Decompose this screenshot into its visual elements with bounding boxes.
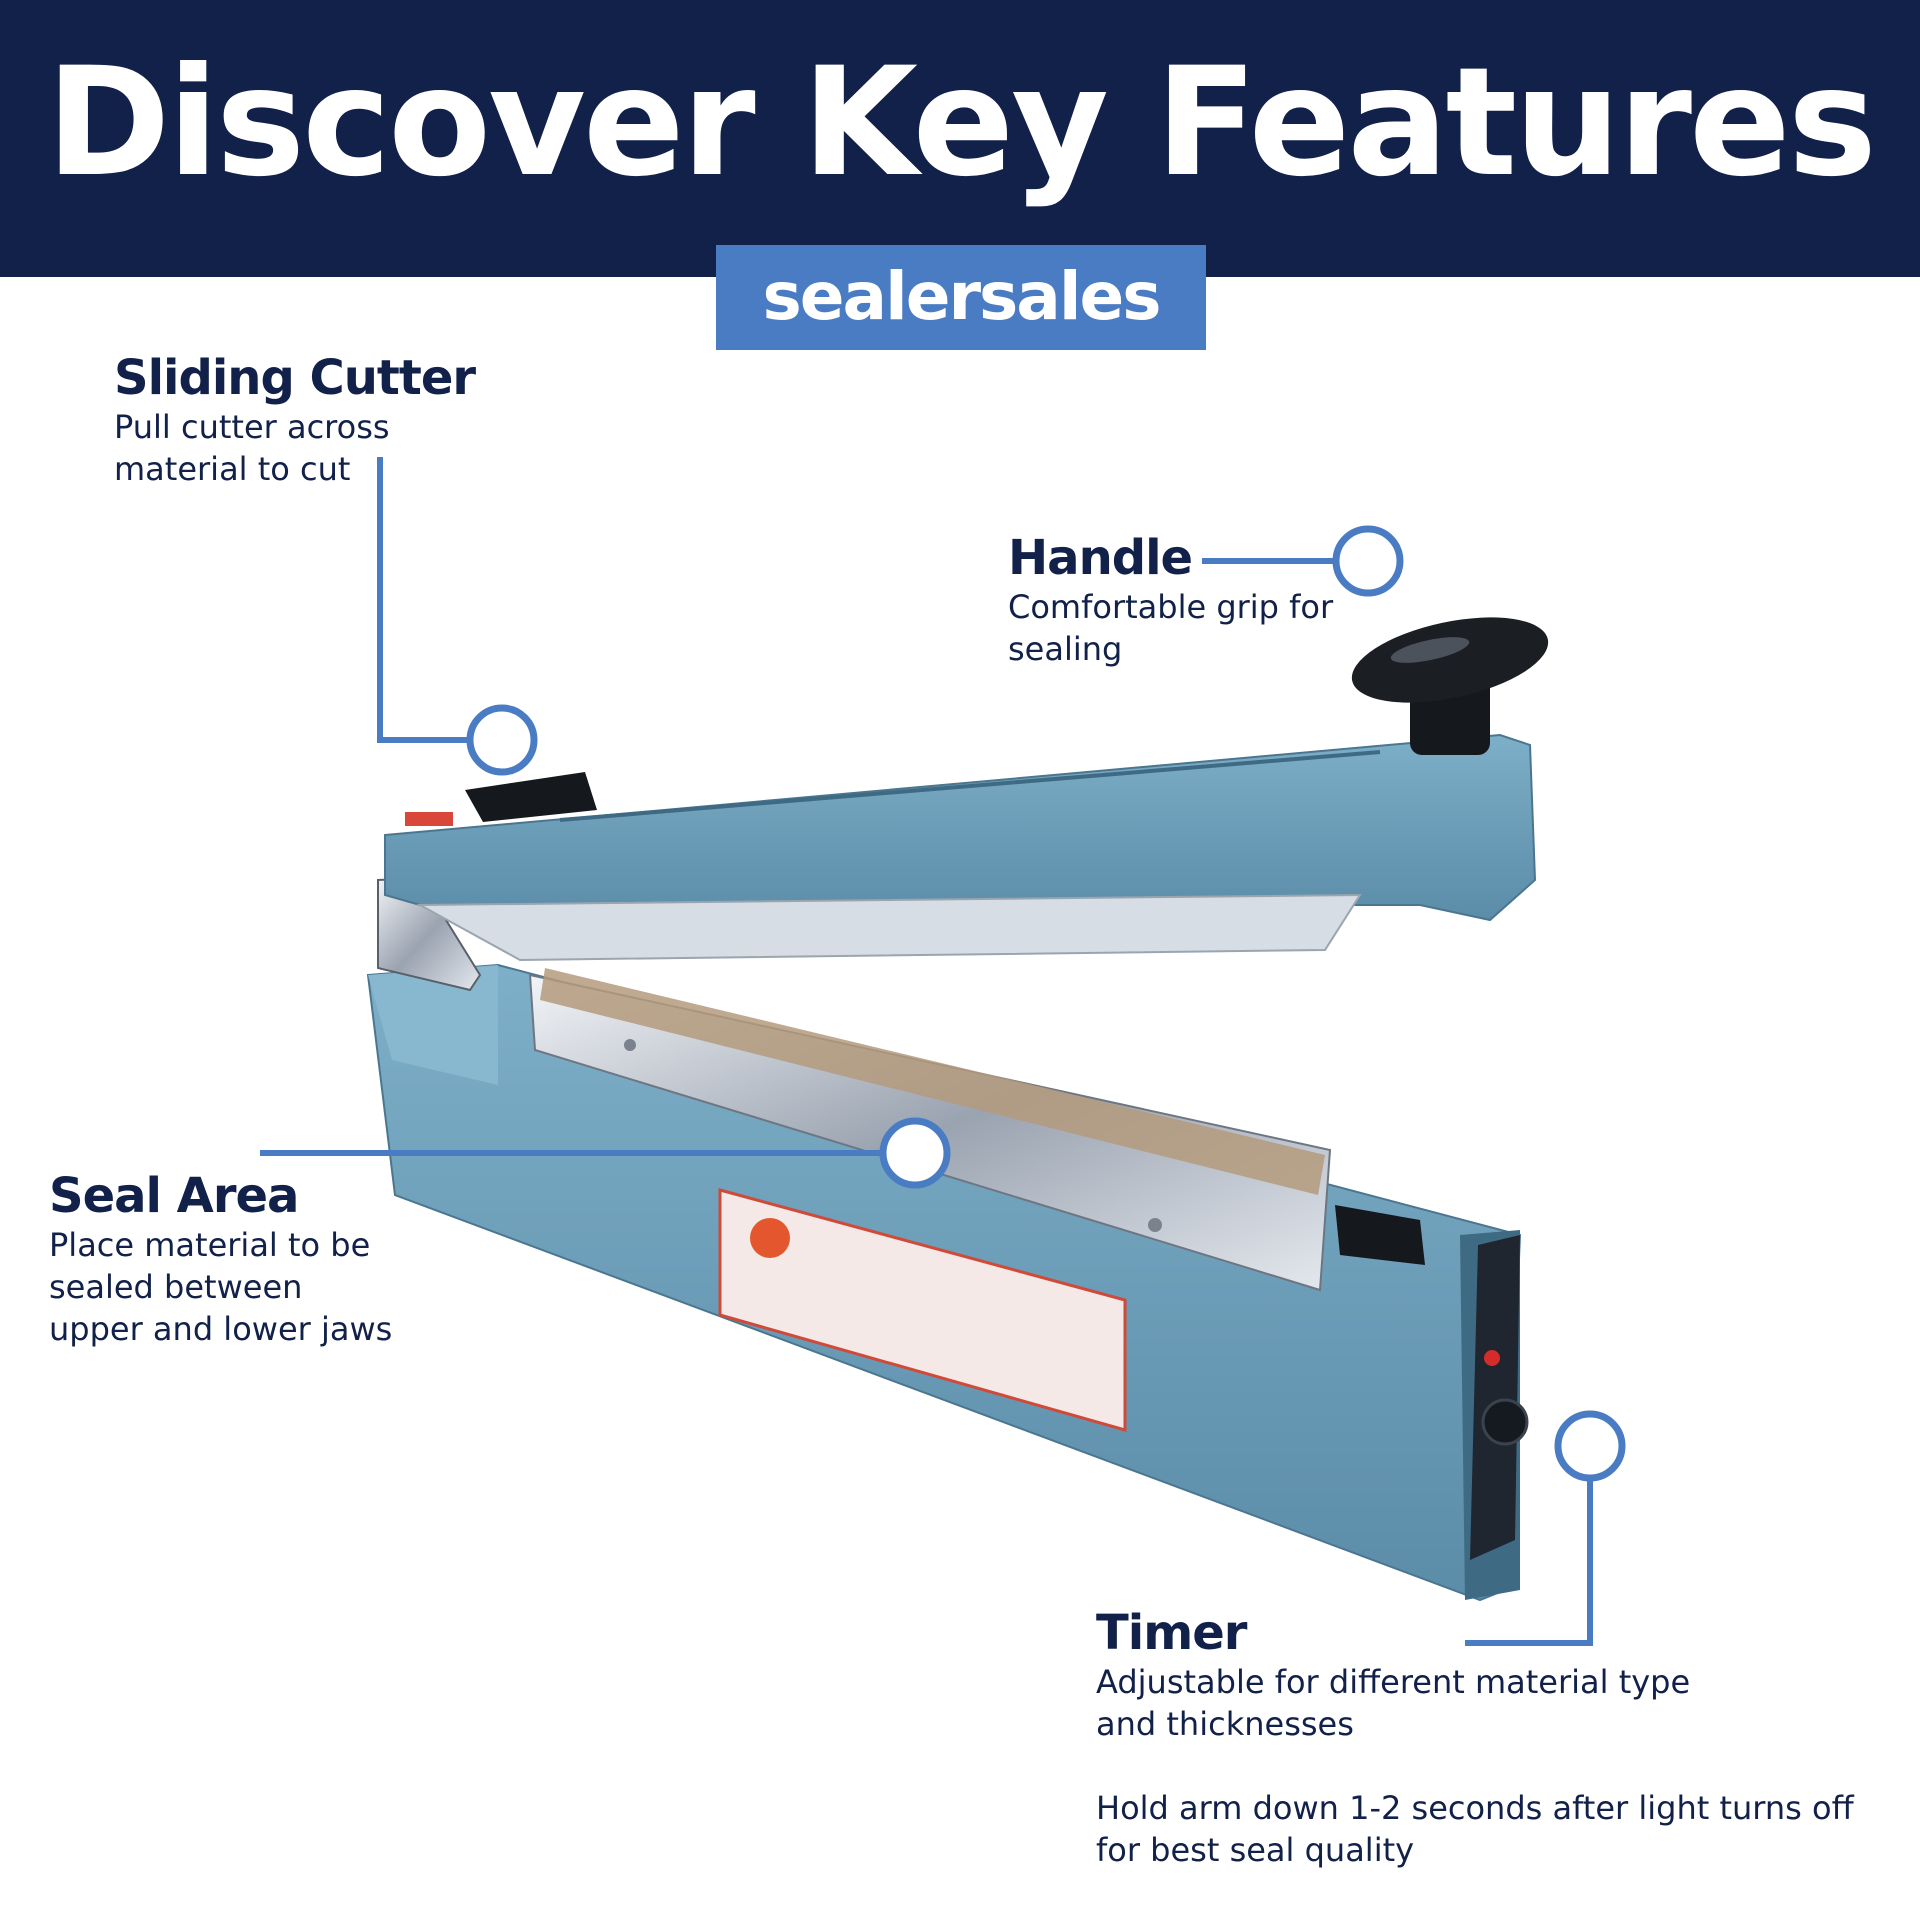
desc-line: and thicknesses — [1096, 1705, 1354, 1743]
callout-sliding-cutter — [377, 457, 538, 776]
desc-line: upper and lower jaws — [49, 1310, 393, 1348]
feature-timer: Timer Adjustable for different material … — [1096, 1605, 1854, 1871]
feature-title: Timer — [1096, 1605, 1247, 1661]
sealer-arm — [384, 733, 1537, 962]
timer-note: Hold arm down 1-2 seconds after light tu… — [1096, 1787, 1854, 1871]
desc-line: Place material to be — [49, 1226, 371, 1264]
header-banner: Discover Key Features — [0, 0, 1920, 277]
feature-seal-area: Seal Area Place material to be sealed be… — [49, 1168, 392, 1350]
feature-handle: Handle Comfortable grip for sealing — [1008, 530, 1333, 670]
feature-sliding-cutter: Sliding Cutter Pull cutter across materi… — [114, 350, 476, 490]
sliding-cutter-icon — [465, 772, 597, 822]
desc-line: sealing — [1008, 630, 1123, 668]
feature-title: Sliding Cutter — [114, 350, 476, 406]
desc-line: sealed between — [49, 1268, 303, 1306]
note-line: Hold arm down 1-2 seconds after light tu… — [1096, 1789, 1854, 1827]
handle-knob-icon — [1351, 617, 1549, 755]
desc-line: Pull cutter across — [114, 408, 390, 446]
desc-line: Comfortable grip for — [1008, 588, 1334, 626]
desc-line: material to cut — [114, 450, 351, 488]
callout-handle — [1202, 525, 1404, 597]
brand-logo: sealersales — [716, 245, 1206, 350]
feature-description: Adjustable for different material type a… — [1096, 1661, 1854, 1745]
power-light-icon — [1484, 1350, 1500, 1366]
feature-title: Handle — [1008, 530, 1193, 586]
callout-seal-area — [260, 1117, 951, 1189]
feature-title: Seal Area — [49, 1168, 299, 1224]
timer-knob-icon — [1481, 1398, 1529, 1446]
note-line: for best seal quality — [1096, 1831, 1415, 1869]
page-title: Discover Key Features — [45, 36, 1877, 210]
feature-description: Pull cutter across material to cut — [114, 406, 475, 490]
callout-timer — [1465, 1410, 1626, 1646]
desc-line: Adjustable for different material type — [1096, 1663, 1691, 1701]
feature-description: Place material to be sealed between uppe… — [49, 1224, 392, 1350]
wire-clip-icon — [1335, 1205, 1425, 1265]
rating-label — [718, 1188, 1127, 1432]
feature-description: Comfortable grip for sealing — [1008, 586, 1333, 670]
